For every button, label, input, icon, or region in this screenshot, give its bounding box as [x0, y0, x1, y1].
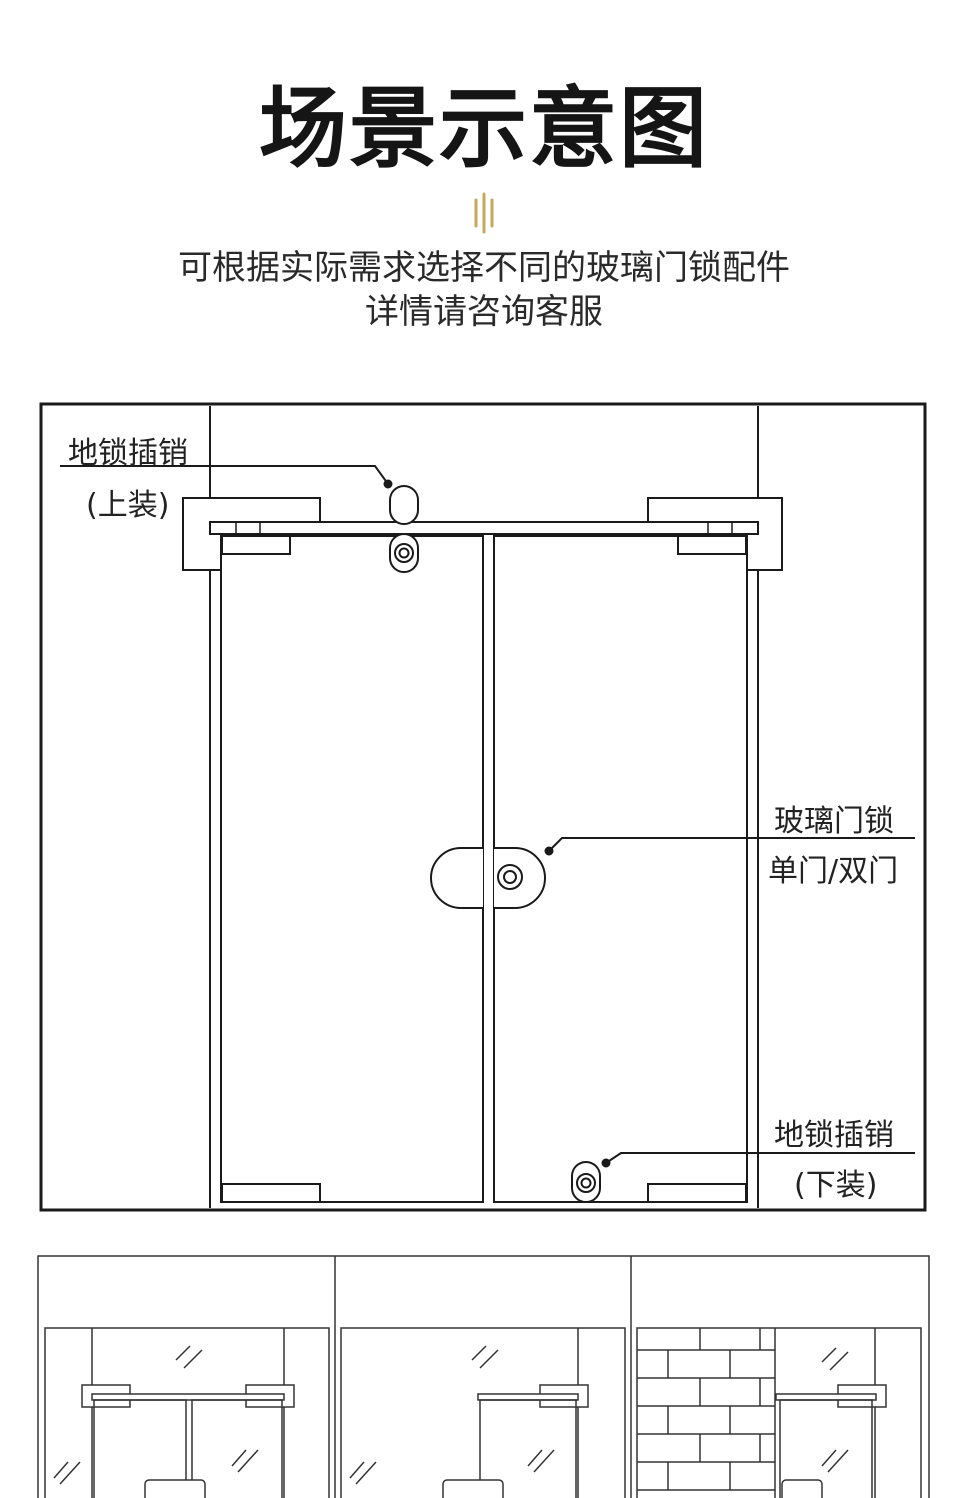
thumbnail-brick-wall — [636, 1327, 922, 1498]
glass-lock-sublabel: 单门/双门 — [768, 854, 899, 889]
page-title: 场景示意图 — [258, 77, 709, 180]
subtitle-line-1: 可根据实际需求选择不同的玻璃门锁配件 — [178, 248, 790, 288]
glass-door-lock — [430, 847, 546, 909]
top-lock-label: 地锁插销 — [68, 436, 188, 471]
thumbnail-single-door — [340, 1327, 626, 1498]
subtitle-line-2: 详情请咨询客服 — [365, 292, 603, 332]
thumbnail-strip — [37, 1255, 930, 1498]
thumbnail-double-door — [44, 1327, 330, 1498]
bottom-floor-lock — [571, 1161, 601, 1203]
top-lock-sublabel: (上装) — [86, 488, 170, 523]
bottom-lock-sublabel: (下装) — [794, 1168, 878, 1203]
glass-lock-label: 玻璃门锁 — [774, 804, 894, 839]
gold-accent-icon — [474, 192, 494, 234]
bottom-lock-label: 地锁插销 — [774, 1118, 894, 1153]
main-door-diagram — [39, 402, 927, 1212]
top-floor-lock — [389, 485, 419, 573]
callout-lines — [60, 465, 915, 1168]
